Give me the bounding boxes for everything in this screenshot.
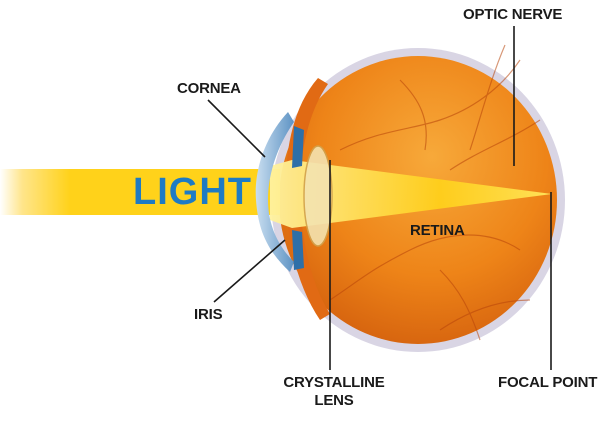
crystalline-lens-label-line2: LENS (279, 392, 389, 410)
iris (292, 126, 304, 168)
light-label: LIGHT (133, 170, 252, 214)
leader-cornea (208, 100, 265, 157)
crystalline-lens-label: CRYSTALLINE LENS (279, 374, 389, 410)
iris-lower (292, 230, 304, 270)
cornea-label: CORNEA (177, 80, 241, 98)
retina-label: RETINA (410, 222, 465, 240)
optic-nerve-label: OPTIC NERVE (463, 6, 562, 24)
focal-point-label: FOCAL POINT (498, 374, 597, 392)
iris-label: IRIS (194, 306, 222, 324)
leader-iris (214, 240, 285, 302)
crystalline-lens-label-line1: CRYSTALLINE (279, 374, 389, 392)
crystalline-lens (304, 146, 332, 246)
